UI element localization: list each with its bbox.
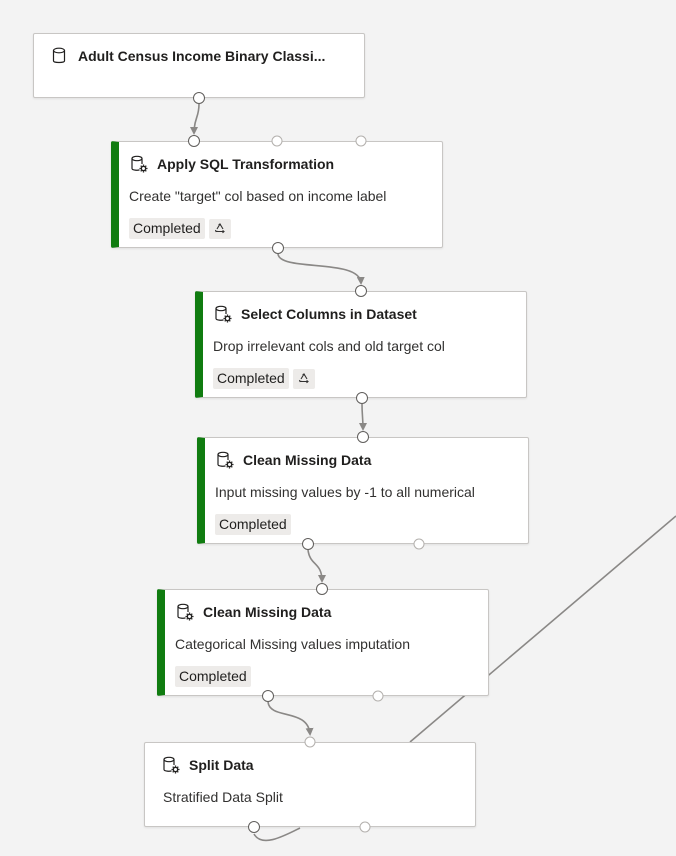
input-port[interactable] xyxy=(271,135,283,147)
output-port[interactable] xyxy=(302,538,314,550)
node-description: Create "target" col based on income labe… xyxy=(129,188,387,204)
module-gear-icon xyxy=(131,155,148,173)
node-title: Split Data xyxy=(189,757,254,773)
edge-split-out xyxy=(253,827,301,842)
recycle-icon xyxy=(208,218,231,239)
database-icon xyxy=(52,47,66,64)
output-port[interactable] xyxy=(413,538,425,550)
module-gear-icon xyxy=(217,451,234,469)
pipeline-node-select-columns[interactable]: Select Columns in Dataset Drop irrelevan… xyxy=(195,291,527,398)
pipeline-node-dataset[interactable]: Adult Census Income Binary Classi... xyxy=(33,33,365,98)
pipeline-node-clean-missing-data-numerical[interactable]: Clean Missing Data Input missing values … xyxy=(197,437,529,544)
pipeline-node-apply-sql-transformation[interactable]: Apply SQL Transformation Create "target"… xyxy=(111,141,443,248)
node-description: Categorical Missing values imputation xyxy=(175,636,410,652)
status-badge: Completed xyxy=(129,218,205,239)
status-badge: Completed xyxy=(213,368,289,389)
output-port[interactable] xyxy=(193,92,205,104)
node-description: Drop irrelevant cols and old target col xyxy=(213,338,445,354)
edge-clean1-to-clean2 xyxy=(307,549,326,583)
input-port[interactable] xyxy=(357,431,369,443)
input-port[interactable] xyxy=(316,583,328,595)
recycle-icon xyxy=(292,368,315,389)
status-badge: Completed xyxy=(215,514,291,535)
input-port[interactable] xyxy=(304,736,316,748)
input-port[interactable] xyxy=(188,135,200,147)
output-port[interactable] xyxy=(272,242,284,254)
output-port[interactable] xyxy=(359,821,371,833)
edge-sql-to-select xyxy=(277,253,365,285)
output-port[interactable] xyxy=(356,392,368,404)
module-gear-icon xyxy=(163,756,180,774)
edge-dataset-to-sql xyxy=(190,103,200,135)
edge-select-to-clean1 xyxy=(358,403,367,431)
module-gear-icon xyxy=(215,305,232,323)
input-port[interactable] xyxy=(355,135,367,147)
pipeline-node-clean-missing-data-categorical[interactable]: Clean Missing Data Categorical Missing v… xyxy=(157,589,489,696)
node-description: Stratified Data Split xyxy=(163,789,283,805)
node-title: Apply SQL Transformation xyxy=(157,156,335,172)
node-title: Clean Missing Data xyxy=(203,604,332,620)
node-description: Input missing values by -1 to all numeri… xyxy=(215,484,475,500)
module-gear-icon xyxy=(177,603,194,621)
node-title: Clean Missing Data xyxy=(243,452,372,468)
node-title: Adult Census Income Binary Classi... xyxy=(78,48,326,64)
output-port[interactable] xyxy=(262,690,274,702)
output-port[interactable] xyxy=(372,690,384,702)
pipeline-node-split-data[interactable]: Split Data Stratified Data Split xyxy=(144,742,476,827)
edge-clean2-to-split xyxy=(267,701,314,736)
output-port[interactable] xyxy=(248,821,260,833)
input-port[interactable] xyxy=(355,285,367,297)
node-title: Select Columns in Dataset xyxy=(241,306,417,322)
status-badge: Completed xyxy=(175,666,251,687)
